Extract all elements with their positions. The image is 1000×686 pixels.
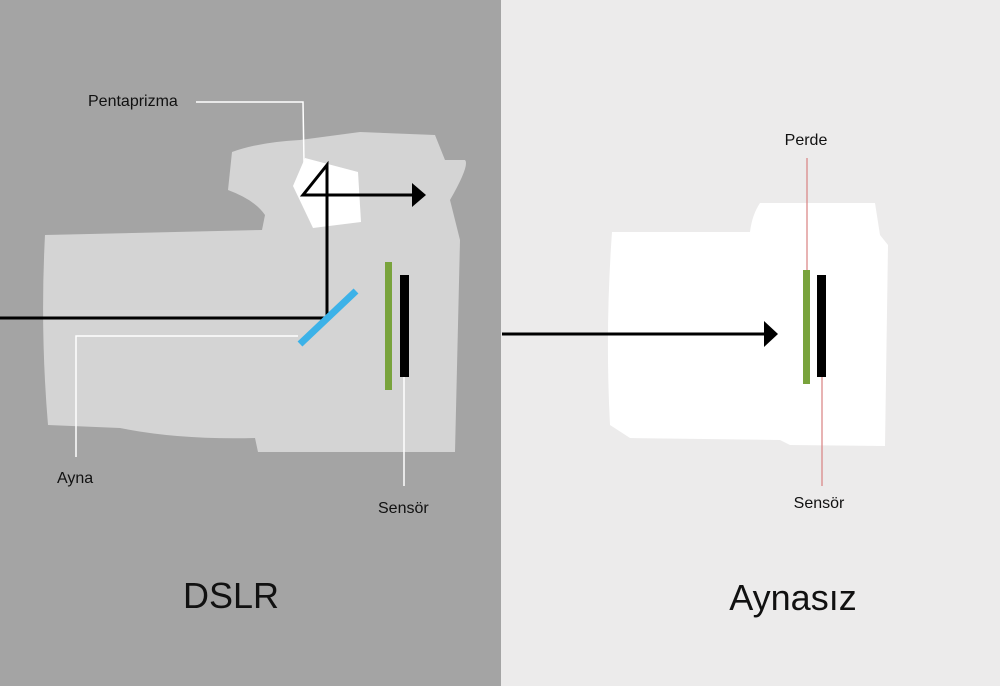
mirror xyxy=(297,288,359,347)
mirrorless-title: Aynasız xyxy=(729,577,856,618)
mirrorless-shutter xyxy=(803,270,810,384)
dslr-light-path xyxy=(0,160,413,320)
dslr-title: DSLR xyxy=(183,575,279,616)
mirrorless-sensor xyxy=(817,275,826,377)
mirrorless-body xyxy=(607,203,888,446)
label-pentaprism: Pentaprizma xyxy=(88,93,178,110)
arrow-head-icon xyxy=(412,183,426,207)
dslr-leader-lines xyxy=(75,101,405,486)
label-mirror: Ayna xyxy=(57,470,93,487)
label-mirrorless-sensor: Sensör xyxy=(794,495,845,512)
arrow-head-icon xyxy=(764,321,778,347)
dslr-sensor xyxy=(400,275,409,377)
dslr-shutter xyxy=(385,262,392,390)
label-shutter: Perde xyxy=(785,132,828,149)
label-dslr-sensor: Sensör xyxy=(378,500,429,517)
